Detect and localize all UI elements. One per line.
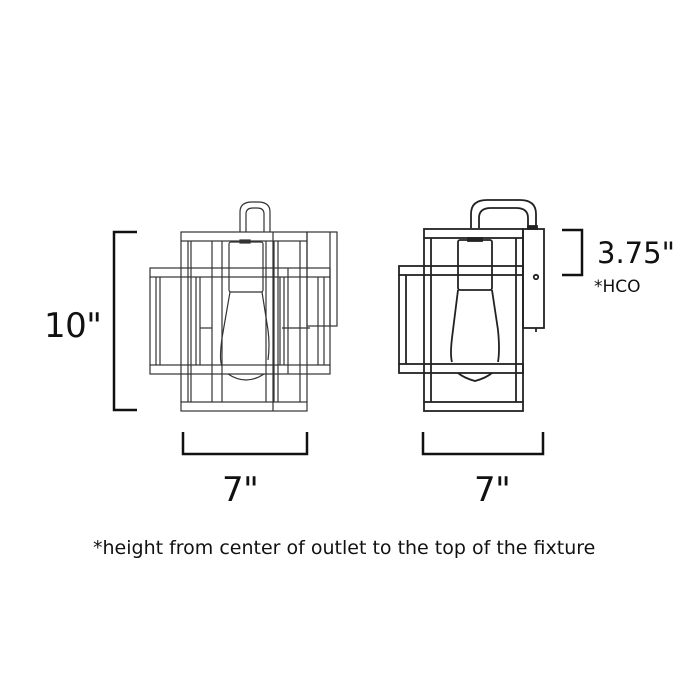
- hco-bracket: [562, 228, 584, 277]
- front-view-fixture: [149, 201, 338, 412]
- side-width-label: 7": [474, 470, 511, 510]
- footnote: *height from center of outlet to the top…: [93, 537, 596, 559]
- front-width-bracket: [181, 432, 309, 456]
- side-width-bracket: [421, 432, 545, 456]
- front-width-label: 7": [222, 470, 259, 510]
- side-view-fixture: [398, 199, 545, 412]
- hco-dimension-label: 3.75": [597, 236, 675, 270]
- front-height-label: 10": [44, 306, 102, 346]
- front-height-bracket: [112, 230, 137, 412]
- hco-tag: *HCO: [594, 277, 641, 297]
